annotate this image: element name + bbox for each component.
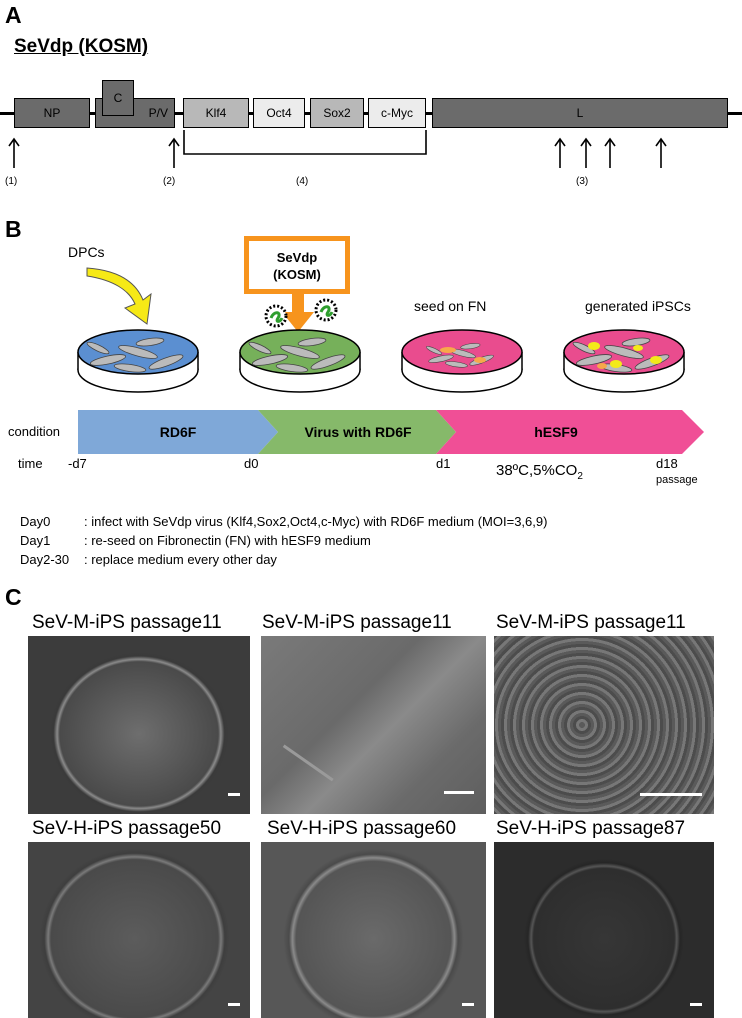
- micro-caption: SeV-H-iPS passage60: [267, 818, 457, 839]
- virus-label-1: SeVdp: [276, 250, 318, 265]
- scale-bar: [444, 791, 474, 794]
- virus-box: SeVdp (KOSM): [244, 236, 350, 294]
- time-d-7: -d7: [68, 456, 87, 471]
- dish-green: [239, 329, 361, 393]
- virus-particle-icon: [264, 304, 288, 328]
- scale-bar: [228, 793, 240, 796]
- dish-ipsc: [563, 329, 685, 393]
- micro-caption: SeV-H-iPS passage50: [32, 818, 222, 839]
- segment-label-hesf9: hESF9: [534, 424, 578, 440]
- panel-b-letter: B: [5, 216, 22, 242]
- colony-edge: [261, 744, 334, 814]
- segment-hesf9: [436, 410, 704, 454]
- virus-label-2: (KOSM): [273, 267, 321, 282]
- marker-3: (3): [576, 176, 589, 187]
- gene-sox2: Sox2: [310, 98, 364, 128]
- genome-title: SeVdp (KOSM): [14, 36, 149, 57]
- panel-c-letter: C: [5, 584, 22, 610]
- scale-bar: [462, 1003, 474, 1006]
- time-d18: d18: [656, 456, 678, 471]
- segment-label-rd6f: RD6F: [159, 424, 197, 440]
- virus-particle-icon: [314, 298, 338, 322]
- genome-markers: [8, 130, 667, 168]
- time-label: time: [18, 456, 43, 471]
- gene-cmyc: c-Myc: [368, 98, 426, 128]
- dish-row: [77, 329, 685, 393]
- dish-pink: [401, 329, 523, 393]
- micrograph-m-p11-low: [28, 636, 250, 814]
- condition-label: condition: [8, 424, 61, 439]
- day-note: Day1: re-seed on Fibronectin (FN) with h…: [20, 533, 371, 548]
- seed-label: seed on FN: [414, 298, 487, 314]
- day-note: Day0: infect with SeVdp virus (Klf4,Sox2…: [20, 514, 548, 529]
- scale-bar: [228, 1003, 240, 1006]
- marker-4: (4): [296, 176, 309, 187]
- virus-particles: [264, 298, 338, 328]
- micro-caption: SeV-M-iPS passage11: [262, 612, 452, 633]
- micro-caption: SeV-H-iPS passage87: [496, 818, 686, 839]
- scale-bar: [640, 793, 702, 796]
- day-note: Day2-30: replace medium every other day: [20, 552, 277, 567]
- segment-virus: [258, 410, 456, 454]
- micro-caption: SeV-M-iPS passage11: [32, 612, 222, 633]
- time-d1: d1: [436, 456, 451, 471]
- micro-caption: SeV-M-iPS passage11: [496, 612, 686, 633]
- condition-timeline: [78, 410, 704, 454]
- micrograph-m-p11-high: [494, 636, 714, 814]
- dish-blue: [77, 329, 199, 393]
- marker-1: (1): [5, 176, 18, 187]
- scale-bar: [690, 1003, 702, 1006]
- micrograph-h-p87: [494, 842, 714, 1018]
- transgene-bracket: [183, 130, 427, 155]
- segment-rd6f: [78, 410, 278, 454]
- segment-label-virus: Virus with RD6F: [304, 424, 412, 440]
- micrograph-h-p60: [261, 842, 486, 1018]
- marker-2: (2): [163, 176, 176, 187]
- gene-l: L: [432, 98, 728, 128]
- orange-arrow-icon: [282, 292, 314, 332]
- gene-c: C: [102, 80, 134, 116]
- micrograph-h-p50: [28, 842, 250, 1018]
- yellow-arrow-icon: [86, 267, 152, 325]
- time-d0: d0: [244, 456, 259, 471]
- passage-label: passage: [656, 474, 698, 486]
- dpcs-label: DPCs: [68, 244, 105, 260]
- generated-label: generated iPSCs: [585, 298, 691, 314]
- culture-condition: 38ºC,5%CO2: [496, 462, 583, 482]
- gene-np: NP: [14, 98, 90, 128]
- micrograph-m-p11-mid: [261, 636, 486, 814]
- panel-a-letter: A: [5, 2, 22, 28]
- gene-klf4: Klf4: [183, 98, 249, 128]
- gene-oct4: Oct4: [253, 98, 305, 128]
